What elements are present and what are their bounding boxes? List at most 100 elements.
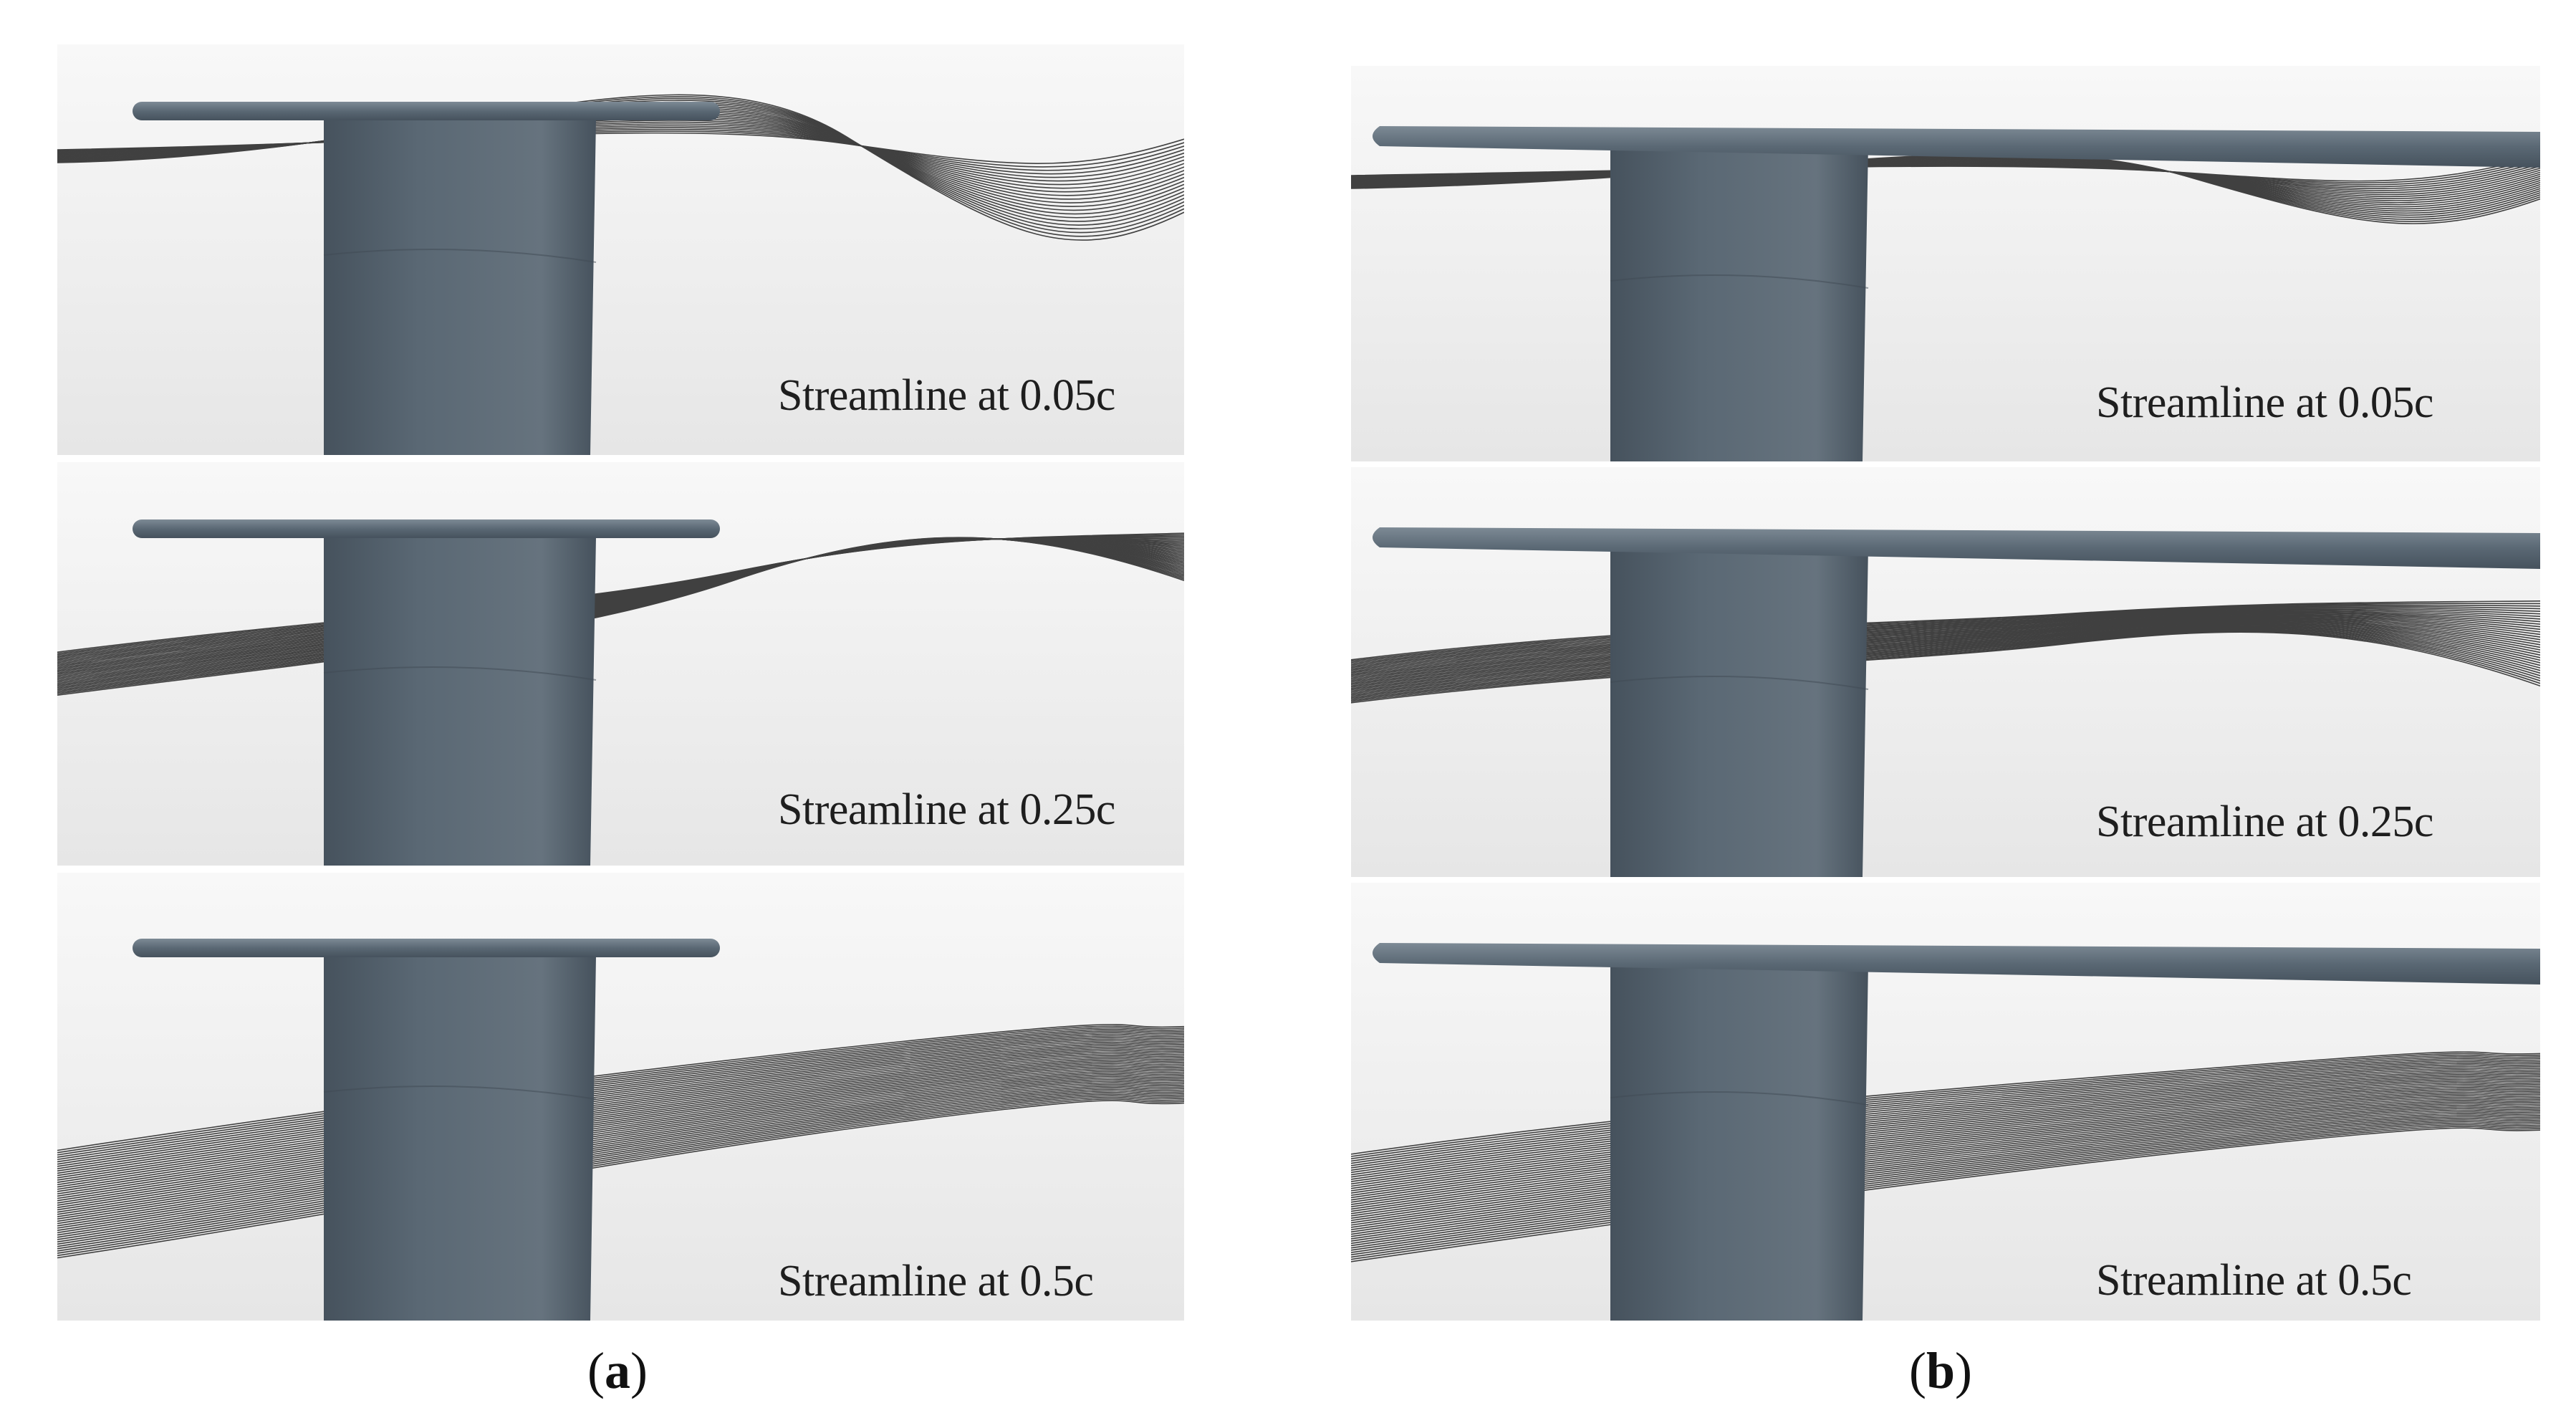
streamline [1351, 608, 2540, 669]
streamline [1351, 606, 2540, 666]
streamline [57, 1065, 1184, 1211]
streamline [57, 1069, 1184, 1215]
streamline-group [1351, 1051, 2540, 1263]
streamline [1351, 1064, 2540, 1174]
streamline [1351, 1100, 2540, 1224]
streamline [57, 1095, 1184, 1252]
label-open-paren: ( [1909, 1342, 1926, 1399]
streamline [1351, 1051, 2540, 1155]
streamline [1351, 615, 2540, 678]
streamline [57, 1025, 1184, 1154]
streamline [1351, 1060, 2540, 1169]
streamline-group [57, 1024, 1184, 1259]
horizontal-plate [133, 519, 720, 538]
horizontal-wing [1373, 527, 2540, 569]
streamline [1351, 613, 2540, 675]
streamline [1351, 1091, 2540, 1212]
panel-caption-b-3: Streamline at 0.5c [2096, 1256, 2412, 1305]
streamline [1351, 625, 2540, 694]
streamline [1351, 1076, 2540, 1189]
foil-streamline-render-a-3 [57, 873, 1184, 1321]
streamline [57, 1024, 1184, 1151]
streamline [57, 1100, 1184, 1259]
foil-streamline-render-a-1 [57, 44, 1184, 455]
streamline [1351, 1083, 2540, 1201]
streamline [57, 1048, 1184, 1186]
foil-streamline-render-b-3 [1351, 883, 2540, 1321]
panel-a-3: Streamline at 0.5c [57, 873, 1184, 1321]
streamline [57, 1027, 1184, 1156]
label-close-paren: ) [1955, 1342, 1973, 1399]
streamline [57, 1033, 1184, 1165]
streamline [1351, 622, 2540, 689]
streamline [1351, 1119, 2540, 1251]
streamline [1351, 1063, 2540, 1171]
streamline [1351, 1124, 2540, 1258]
streamline [57, 1072, 1184, 1220]
streamline [57, 1063, 1184, 1206]
subfigure-label-a: (a) [587, 1341, 648, 1401]
strut-section-line [323, 1086, 597, 1100]
streamline [1351, 1078, 2540, 1194]
streamline [57, 1093, 1184, 1250]
panel-b-2: Streamline at 0.25c [1351, 467, 2540, 877]
streamline [57, 1091, 1184, 1247]
horizontal-plate [133, 102, 720, 120]
streamline [1351, 1077, 2540, 1192]
streamline [1351, 1111, 2540, 1240]
foil-streamline-render-a-2 [57, 462, 1184, 866]
strut-section-line [323, 249, 597, 263]
streamline [1351, 1116, 2540, 1247]
streamline [57, 1040, 1184, 1174]
strut-section-line [1610, 1091, 1869, 1106]
streamline [1351, 1096, 2540, 1219]
panel-b-1: Streamline at 0.05c [1351, 66, 2540, 461]
streamline [1351, 628, 2540, 700]
streamline [1351, 1114, 2540, 1245]
streamline [1351, 1108, 2540, 1235]
label-letter: b [1926, 1342, 1956, 1399]
streamline [57, 1078, 1184, 1229]
streamline [57, 1087, 1184, 1240]
streamline [1351, 631, 2540, 704]
vertical-strut [1610, 546, 1868, 877]
streamline [1351, 1101, 2540, 1226]
streamline [57, 1088, 1184, 1242]
streamline [57, 1081, 1184, 1231]
streamline [1351, 1069, 2540, 1180]
streamline [57, 1082, 1184, 1234]
streamline [1351, 621, 2540, 688]
streamline [57, 1064, 1184, 1209]
streamline [57, 1059, 1184, 1202]
streamline [57, 1046, 1184, 1183]
streamline [1351, 1121, 2540, 1253]
streamline [57, 1043, 1184, 1179]
streamline [1351, 1103, 2540, 1228]
streamline [1351, 616, 2540, 680]
panel-caption-a-3: Streamline at 0.5c [778, 1257, 1094, 1306]
streamline [1351, 626, 2540, 694]
streamline [57, 1090, 1184, 1245]
horizontal-wing [1373, 943, 2540, 985]
vertical-strut [1610, 962, 1868, 1321]
streamline [1351, 608, 2540, 667]
streamline [57, 1076, 1184, 1225]
streamline [1351, 1054, 2540, 1159]
vertical-strut [324, 537, 596, 866]
streamline [1351, 1085, 2540, 1203]
streamline [57, 1058, 1184, 1199]
streamline [1351, 603, 2540, 662]
vertical-strut [324, 956, 596, 1321]
streamline [1351, 1126, 2540, 1260]
streamline [57, 1068, 1184, 1213]
streamline [57, 1041, 1184, 1177]
streamline [1351, 1122, 2540, 1256]
streamline [1351, 1086, 2540, 1205]
streamline [57, 1045, 1184, 1181]
streamline [1351, 604, 2540, 664]
streamline [1351, 1070, 2540, 1182]
streamline [1351, 609, 2540, 670]
streamline [57, 1098, 1184, 1257]
streamline [57, 1050, 1184, 1188]
streamline [1351, 631, 2540, 702]
